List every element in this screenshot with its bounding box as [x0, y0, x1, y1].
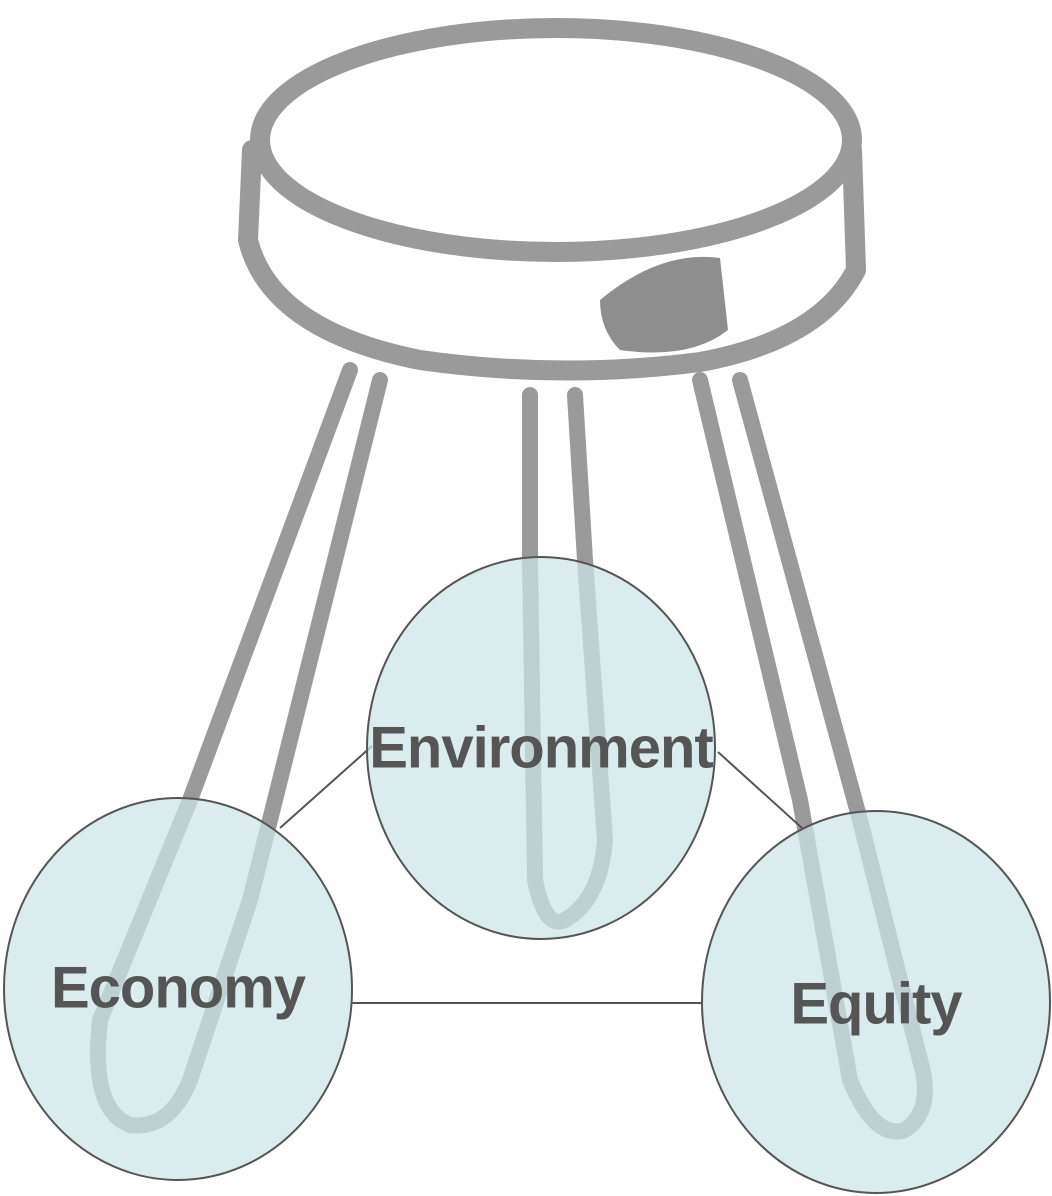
stool-seat-rim [238, 140, 866, 381]
connector-environment-equity [717, 751, 803, 829]
stool-seat-top [250, 18, 862, 262]
equity-label: Equity [790, 971, 962, 1036]
node-equity: Equity [701, 810, 1051, 1194]
stool-seat-shadow [600, 256, 728, 353]
environment-label: Environment [369, 715, 713, 780]
connector-environment-economy [279, 745, 373, 829]
environment-circle [366, 556, 716, 940]
connectors [279, 745, 803, 1004]
equity-circle [701, 810, 1051, 1194]
node-environment: Environment [366, 556, 716, 940]
economy-circle [3, 797, 353, 1181]
economy-label: Economy [51, 955, 306, 1020]
node-economy: Economy [3, 797, 353, 1181]
